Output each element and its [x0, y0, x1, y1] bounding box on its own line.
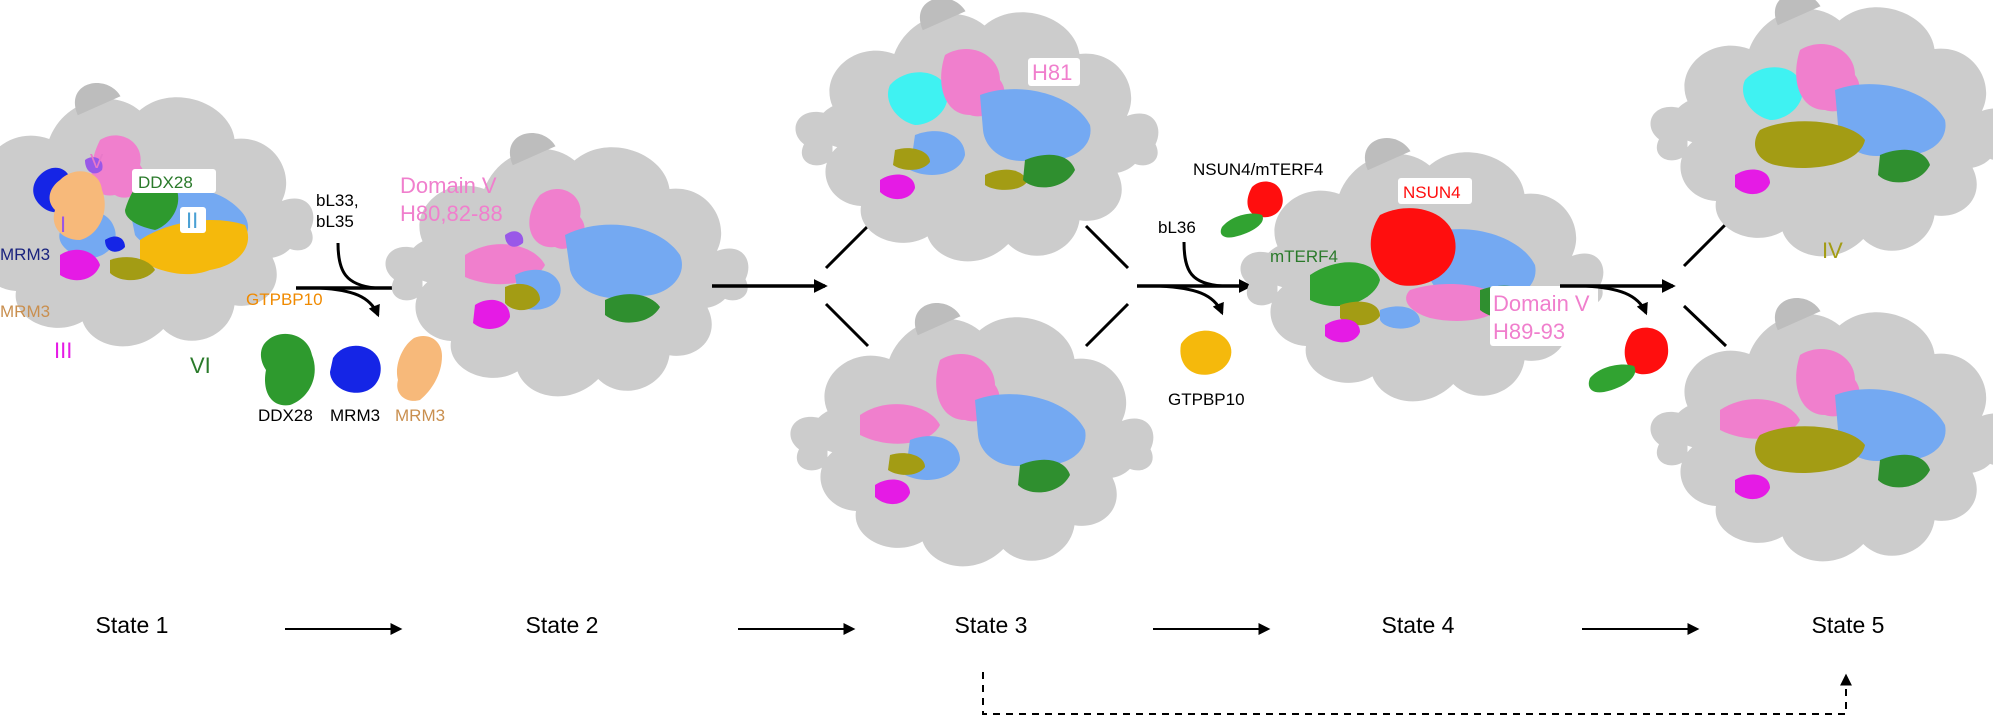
state4-structure: [1240, 138, 1604, 402]
label-GTPBP10-released: GTPBP10: [1168, 390, 1245, 409]
state-label-1: State 1: [95, 612, 169, 638]
label-domain-VI: VI: [190, 353, 211, 378]
state3-bottom-structure: [790, 303, 1154, 567]
state2-structure: [385, 133, 749, 397]
curved-arrow-icon: [319, 286, 380, 318]
label-bL33-bL35: bL33,bL35: [316, 191, 359, 231]
state-label-5: State 5: [1811, 612, 1885, 638]
label-domain-II: II: [186, 208, 198, 233]
label-GTPBP10-s1: GTPBP10: [246, 290, 323, 309]
released-MRM3-blue: [330, 345, 381, 393]
label-domain-V: V: [90, 151, 104, 173]
state-label-2: State 2: [525, 612, 599, 638]
label-MRM3-blue-s1: MRM3: [0, 245, 50, 264]
state3-top-structure: [795, 0, 1159, 262]
label-DDX28-s1: DDX28: [138, 173, 193, 192]
label-H81: H81: [1032, 60, 1072, 85]
dashed-elbow-arrow-icon: [982, 672, 1852, 715]
NSUN4-mTERF4-complex: [1220, 181, 1283, 238]
label-domain-III: III: [54, 338, 72, 363]
branch-lines: [1682, 222, 1728, 348]
state-label-3: State 3: [954, 612, 1028, 638]
curved-arrow-icon: [1182, 241, 1223, 288]
label-bL36: bL36: [1158, 218, 1196, 237]
curved-arrow-icon: [1159, 284, 1224, 316]
released-MRM3-orange: [396, 336, 442, 401]
label-MRM3-orange-s1: MRM3: [0, 302, 50, 321]
curved-arrow-icon: [1585, 284, 1648, 316]
released-GTPBP10: [1180, 330, 1232, 375]
label-NSUN4-s4: NSUN4: [1403, 183, 1461, 202]
released-DDX28: [260, 333, 315, 406]
label-domain-I: I: [60, 212, 66, 237]
label-MRM3-orange-released: MRM3: [395, 406, 445, 425]
label-domain-IV: IV: [1822, 238, 1843, 263]
branch-lines: [1084, 224, 1130, 348]
branch-lines: [824, 224, 870, 348]
curved-arrow-icon: [336, 242, 376, 290]
state5-bottom-structure: [1650, 298, 1993, 562]
label-NSUN4-mTERF4: NSUN4/mTERF4: [1193, 160, 1323, 179]
label-DDX28-released: DDX28: [258, 406, 313, 425]
label-mTERF4-s4: mTERF4: [1270, 247, 1338, 266]
state-label-4: State 4: [1381, 612, 1455, 638]
label-MRM3-blue-released: MRM3: [330, 406, 380, 425]
state5-top-structure: [1650, 0, 1993, 257]
released-NSUN4-mTERF4: [1588, 327, 1669, 393]
